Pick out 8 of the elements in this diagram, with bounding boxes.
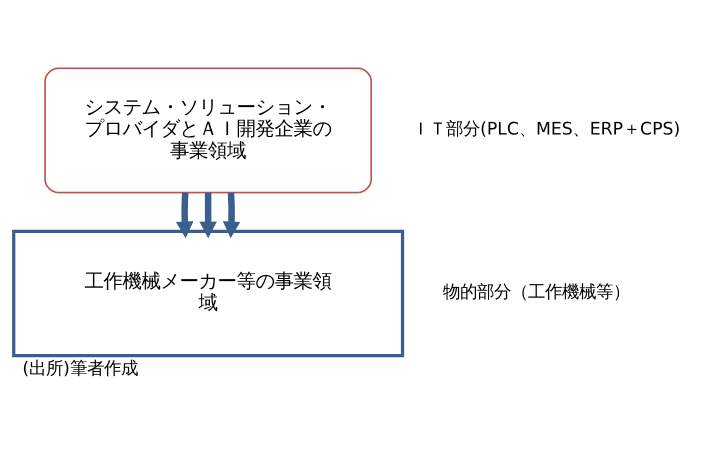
node-box: 工作機械メーカー等の事業領域	[12, 229, 404, 357]
label: 物的部分（工作機械等）	[442, 282, 630, 302]
arrow	[175, 192, 193, 238]
caption: (出所)筆者作成	[22, 358, 138, 378]
label: ＩＴ部分(PLC、MES、ERP＋CPS)	[412, 119, 680, 140]
arrow	[198, 192, 216, 238]
arrow	[222, 192, 240, 238]
node-box: システム・ソリューション・プロバイダとＡＩ開発企業の事業領域	[44, 67, 372, 193]
